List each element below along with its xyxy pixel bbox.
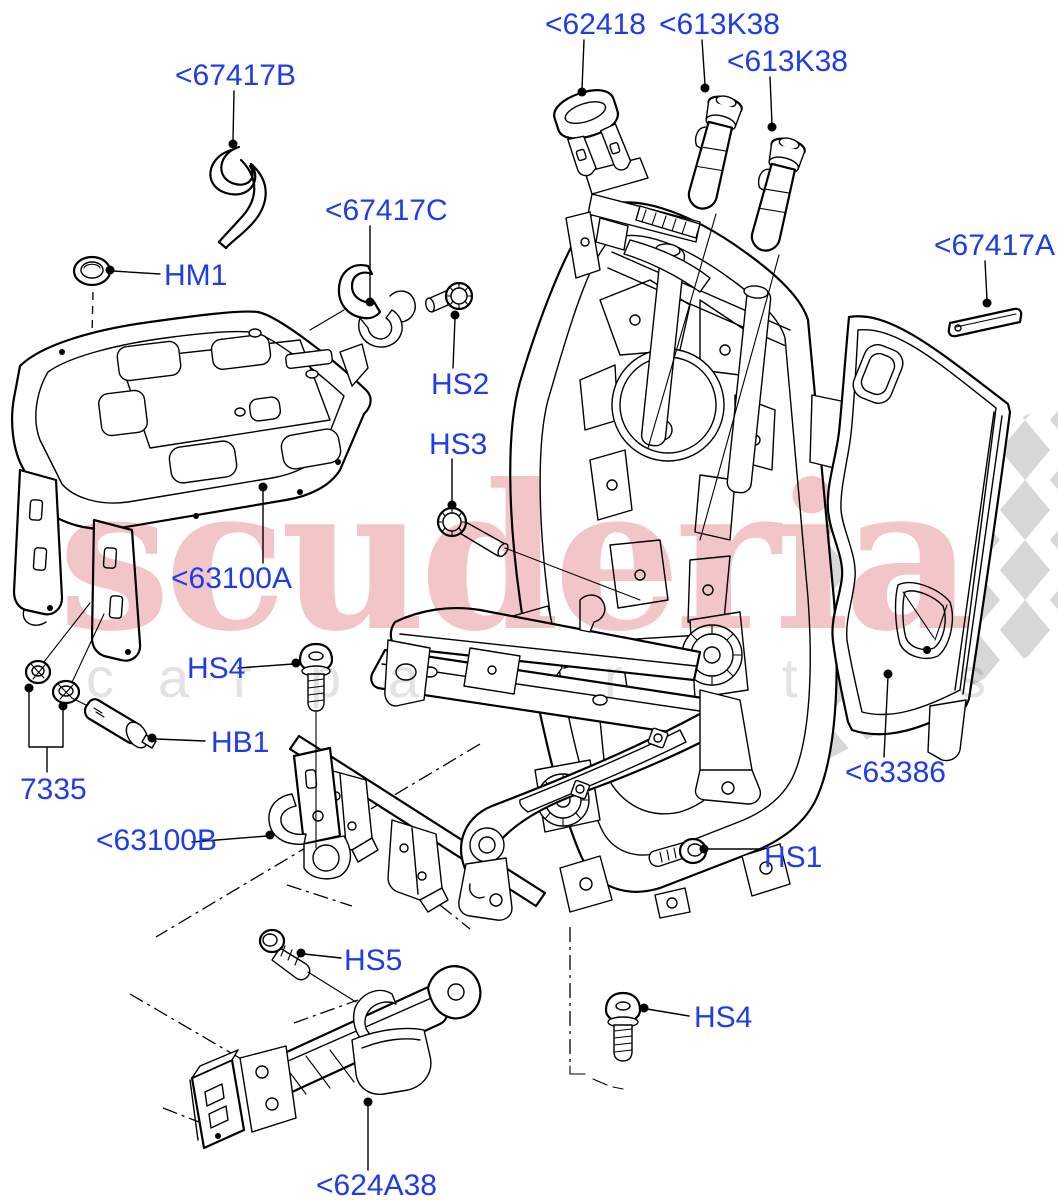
callout-HS5: HS5 (344, 944, 402, 977)
foot-bracket-63100B (268, 711, 351, 880)
watermark-letter: p (310, 646, 341, 709)
callout-HS3: HS3 (429, 428, 487, 461)
washers-7335 (24, 659, 91, 708)
strap-67417B (209, 145, 267, 250)
watermark-letter: c (86, 646, 114, 709)
watermark-letter: t (782, 646, 798, 709)
frame-top-brackets (565, 157, 711, 293)
guide-insertion-lines (647, 213, 780, 541)
watermark-letter: r (604, 646, 623, 709)
callout-labels: <67417B <62418 <613K38 <613K38 <67417C <… (20, 8, 1055, 1200)
watermark-brand-text: scuderia (58, 441, 969, 676)
callout-62418[interactable]: <62418 (545, 8, 646, 41)
cushion-pan-63100A (11, 310, 372, 694)
callout-7335: 7335 (20, 773, 87, 806)
watermark-letter: r (233, 646, 252, 709)
callout-67417B[interactable]: <67417B (175, 59, 296, 92)
callout-HS4-top: HS4 (187, 652, 245, 685)
callout-HB1: HB1 (211, 726, 269, 759)
watermark-letter: a (158, 646, 190, 709)
screw-HS4-top (298, 642, 334, 712)
grommet-HM1 (72, 255, 112, 287)
headrest-tube-right (726, 285, 772, 494)
callout-HM1: HM1 (164, 259, 227, 292)
callout-63100B[interactable]: <63100B (96, 824, 217, 857)
watermark-letter: a (388, 646, 420, 709)
watermark-layer: scuderia c a r p a r t s (58, 441, 986, 709)
callout-67417C[interactable]: <67417C (325, 194, 448, 227)
screw-HS5 (258, 928, 357, 1003)
callout-624A38[interactable]: <624A38 (316, 1169, 437, 1200)
callout-63386[interactable]: <63386 (845, 756, 946, 789)
screw-HS4-bottom (604, 991, 642, 1062)
callout-HS1: HS1 (764, 841, 822, 874)
screw-HS2 (425, 281, 474, 313)
screw-HS3 (436, 506, 641, 601)
headrest-guide-613K38-left (687, 95, 743, 210)
watermark-letter: s (958, 646, 986, 709)
back-panel-63386 (826, 315, 1012, 762)
callout-63100A[interactable]: <63100A (171, 562, 292, 595)
leader-lines (24, 39, 992, 1171)
artwork-layer (11, 39, 1023, 1171)
callout-HS4-bottom: HS4 (694, 1001, 752, 1034)
reinforcement-bracket-624A38 (189, 965, 482, 1150)
latch-cap-62418 (553, 89, 632, 177)
callout-613K38-1[interactable]: <613K38 (659, 8, 780, 41)
watermark-tagline: c a r p a r t s (86, 646, 986, 709)
callout-HS2: HS2 (431, 368, 489, 401)
strip-67417A (947, 307, 1023, 338)
bolt-HB1 (83, 698, 157, 749)
screw-HS1 (648, 837, 708, 867)
headrest-guide-613K38-right (750, 137, 806, 252)
callout-613K38-2[interactable]: <613K38 (727, 45, 848, 78)
callout-67417A[interactable]: <67417A (934, 229, 1055, 262)
